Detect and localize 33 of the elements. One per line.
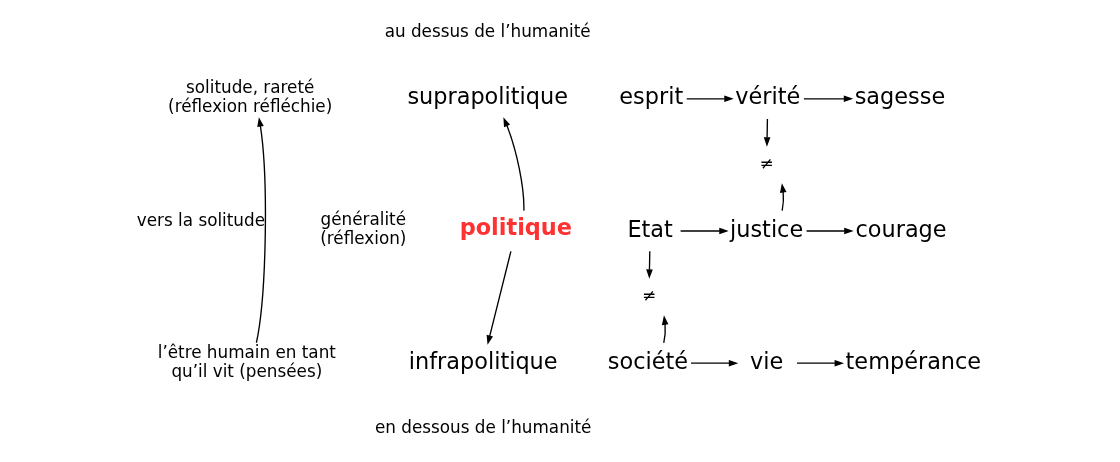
label: généralité (réflexion) (319, 209, 406, 249)
node-text: justice (729, 215, 803, 242)
node-text: politique (459, 214, 572, 241)
arrow (502, 117, 525, 212)
node-text: esprit (618, 83, 683, 110)
arrow (486, 250, 512, 345)
arrow (689, 359, 738, 367)
node-text: ≠ (641, 285, 656, 306)
node-text: solitude, rareté (réflexion réfléchie) (167, 77, 332, 117)
arrow (802, 95, 853, 103)
arrow (255, 117, 266, 344)
arrow (685, 95, 734, 103)
arrow (661, 315, 668, 344)
arrow (795, 359, 844, 367)
arrow (805, 227, 854, 235)
node-text: Etat (626, 215, 673, 242)
edge-label: vers la solitude (136, 209, 265, 230)
arrow (763, 118, 770, 147)
node-text: sagesse (854, 83, 945, 110)
node-text: vie (749, 347, 783, 374)
node-text: courage (855, 215, 947, 242)
node-text: vérité (734, 83, 800, 110)
node-text: infrapolitique (408, 347, 558, 374)
node-text: société (607, 347, 688, 374)
node-text: suprapolitique (406, 83, 568, 110)
arrow (679, 227, 729, 235)
arrow (779, 183, 786, 212)
arrow (645, 250, 653, 279)
label: en dessous de l’humanité (374, 417, 591, 438)
label: au dessus de l’humanité (384, 20, 591, 41)
node-text: tempérance (845, 347, 981, 374)
node-text: l’être humain en tant qu’il vit (pensées) (157, 341, 336, 381)
node-text: ≠ (759, 152, 774, 173)
